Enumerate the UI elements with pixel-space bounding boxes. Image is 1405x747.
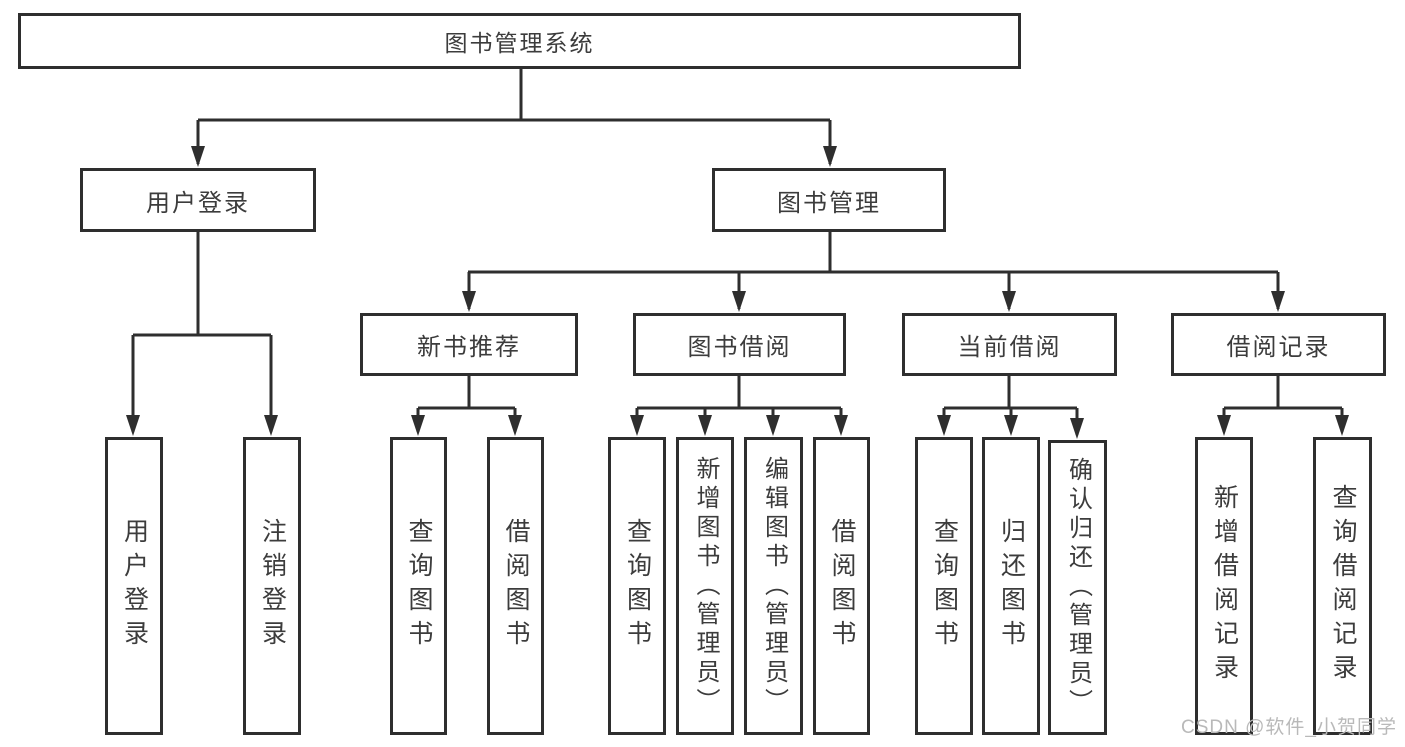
leaf-query-book-borrow: 查询图书: [608, 437, 666, 735]
node-root-system: 图书管理系统: [18, 13, 1021, 69]
node-borrow-records: 借阅记录: [1171, 313, 1386, 376]
leaf-add-borrow-record: 新增借阅记录: [1195, 437, 1253, 735]
csdn-watermark: CSDN @软件_小贺同学: [1181, 717, 1397, 738]
leaf-return-book: 归还图书: [982, 437, 1040, 735]
leaf-query-borrow-record: 查询借阅记录: [1313, 437, 1372, 735]
node-current-borrow: 当前借阅: [902, 313, 1117, 376]
leaf-logout: 注销登录: [243, 437, 301, 735]
leaf-add-book-admin: 新增图书（管理员）: [676, 437, 734, 735]
node-book-management: 图书管理: [712, 168, 946, 232]
arrowheads: [126, 146, 1349, 439]
node-user-login: 用户登录: [80, 168, 316, 232]
leaf-user-login: 用户登录: [105, 437, 163, 735]
connector-lines: [131, 68, 1344, 435]
node-new-book-recommend: 新书推荐: [360, 313, 578, 376]
leaf-confirm-return-admin: 确认归还（管理员）: [1048, 440, 1107, 735]
leaf-query-book-recommend: 查询图书: [390, 437, 447, 735]
node-book-borrow: 图书借阅: [633, 313, 846, 376]
leaf-query-book-current: 查询图书: [915, 437, 973, 735]
leaf-borrow-book-recommend: 借阅图书: [487, 437, 544, 735]
leaf-edit-book-admin: 编辑图书（管理员）: [744, 437, 803, 735]
leaf-borrow-book: 借阅图书: [813, 437, 870, 735]
